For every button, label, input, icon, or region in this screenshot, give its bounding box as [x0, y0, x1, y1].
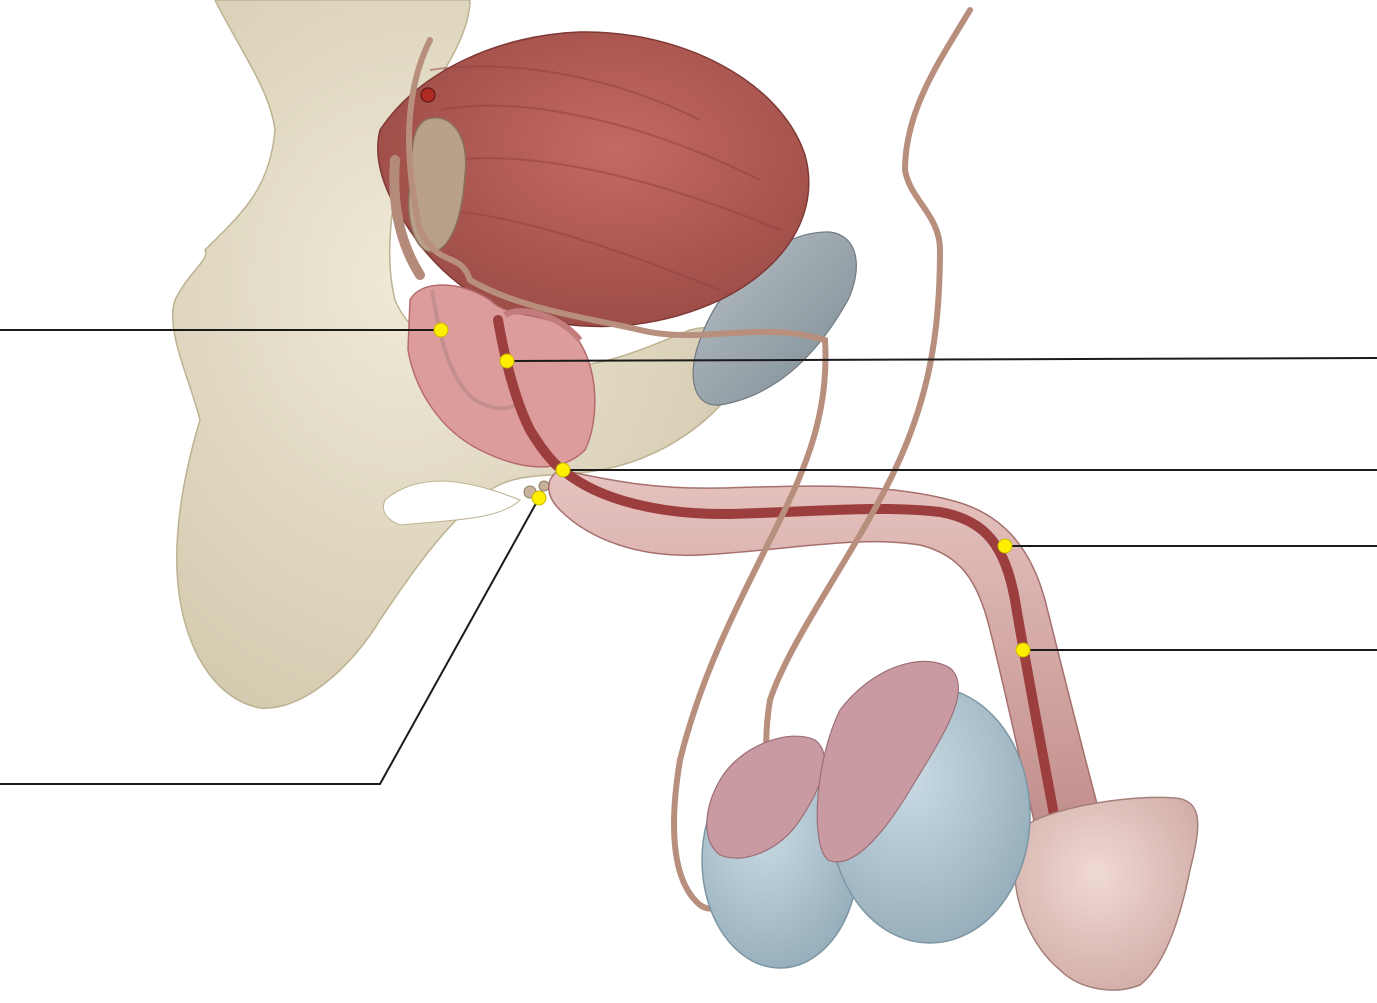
label-marker-5[interactable] — [1016, 643, 1030, 657]
label-marker-1[interactable] — [434, 323, 448, 337]
glans-penis — [1015, 797, 1198, 990]
label-marker-2[interactable] — [500, 354, 514, 368]
label-marker-4[interactable] — [998, 539, 1012, 553]
label-marker-6[interactable] — [532, 491, 546, 505]
label-marker-3[interactable] — [556, 463, 570, 477]
